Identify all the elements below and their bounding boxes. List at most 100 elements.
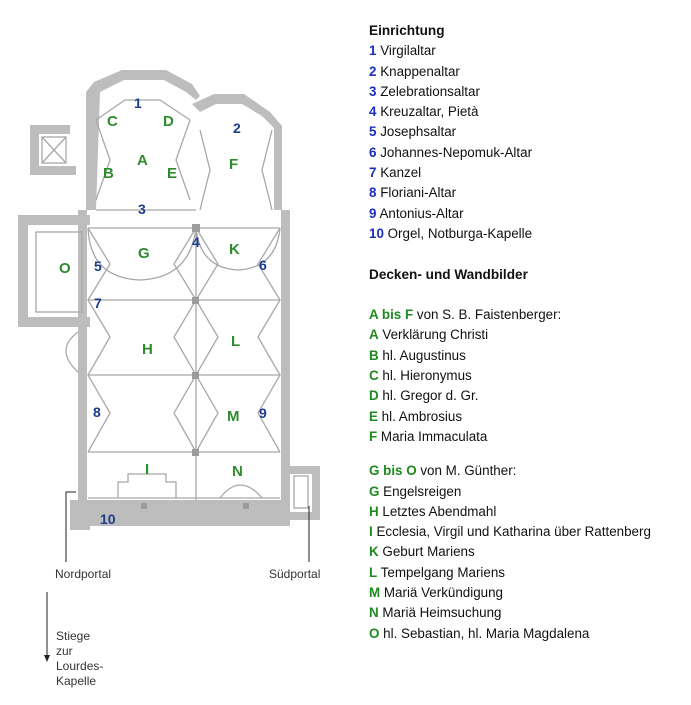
einrichtung-item: 7 Kanzel [369,163,687,183]
item-key: N [369,605,379,621]
plan-pillars [141,224,249,509]
bild-item: D hl. Gregor d. Gr. [369,386,687,406]
bild-item: N Mariä Heimsuchung [369,603,687,623]
item-text: Virgilaltar [380,43,436,59]
item-key: 5 [369,124,377,140]
plan-walls [18,70,320,530]
stairs-arrowhead-icon [44,655,50,662]
item-key: 2 [369,63,377,79]
legend-spacer [369,244,687,264]
item-key: H [369,503,379,519]
floor-plan: A B C D E F G H I K L M N O 1 2 3 4 5 6 … [18,70,320,688]
bilder-heading: Decken- und Wandbilder [369,266,528,282]
item-key: 7 [369,165,377,181]
plan-letter-a: A [137,152,148,169]
group2-intro: G bis O von M. Günther: [369,461,687,481]
item-text: Verklärung Christi [382,327,489,343]
plan-number-9: 9 [259,405,267,421]
item-key: 4 [369,104,377,120]
item-key: E [369,408,378,424]
bild-item: K Geburt Mariens [369,542,687,562]
item-key: 1 [369,43,377,59]
einrichtung-item: 10 Orgel, Notburga-Kapelle [369,224,687,244]
item-text: Zelebrationsaltar [380,83,480,99]
group1-text: von S. B. Faistenberger: [416,307,562,323]
bild-item: A Verklärung Christi [369,325,687,345]
item-key: C [369,368,379,384]
einrichtung-item: 2 Knappenaltar [369,62,687,82]
einrichtung-item: 4 Kreuzaltar, Pietà [369,102,687,122]
group2-text: von M. Günther: [420,463,517,479]
group1-key: A bis F [369,307,414,323]
einrichtung-item: 8 Floriani-Altar [369,183,687,203]
item-text: Orgel, Notburga-Kapelle [387,225,533,241]
legend-spacer [369,285,687,305]
plan-number-1: 1 [134,95,142,111]
plan-number-4: 4 [192,234,200,250]
item-key: I [369,524,373,540]
north-portal-label: Nordportal [55,567,111,581]
plan-letter-o: O [59,260,71,277]
plan-letter-n: N [232,463,243,480]
item-text: hl. Hieronymus [382,368,472,384]
bild-item: L Tempelgang Mariens [369,563,687,583]
einrichtung-item: 1 Virgilaltar [369,41,687,61]
item-text: Maria Immaculata [380,428,488,444]
bild-item: M Mariä Verkündigung [369,583,687,603]
bild-item: E hl. Ambrosius [369,407,687,427]
item-key: 6 [369,144,377,160]
item-key: G [369,483,380,499]
plan-letter-i: I [145,461,149,478]
plan-number-5: 5 [94,258,102,274]
plan-number-7: 7 [94,295,102,311]
plan-number-3: 3 [138,201,146,217]
item-text: Kanzel [380,165,422,181]
bild-item: C hl. Hieronymus [369,366,687,386]
south-portal-label: Südportal [269,567,320,581]
item-text: Johannes-Nepomuk-Altar [380,144,533,160]
plan-letter-e: E [167,165,177,182]
plan-letter-f: F [229,156,238,173]
bild-item: F Maria Immaculata [369,427,687,447]
bild-item: G Engelsreigen [369,482,687,502]
legend-spacer [369,447,687,461]
item-text: Mariä Verkündigung [383,585,503,601]
item-text: hl. Gregor d. Gr. [382,388,479,404]
item-text: Mariä Heimsuchung [382,605,502,621]
einrichtung-item: 3 Zelebrationsaltar [369,82,687,102]
item-key: K [369,544,379,560]
item-text: Tempelgang Mariens [380,564,505,580]
item-key: D [369,388,379,404]
stairs-label-line-1: Stiege [56,629,90,643]
plan-letter-g: G [138,245,150,262]
plan-vaults [35,99,309,509]
item-text: hl. Ambrosius [381,408,463,424]
plan-letter-m: M [227,408,240,425]
plan-letter-b: B [103,165,114,182]
stairs-label-line-2: zur [56,644,73,658]
north-portal-pointer [65,491,76,562]
bild-item: I Ecclesia, Virgil und Katharina über Ra… [369,522,687,542]
item-key: B [369,347,379,363]
item-text: Engelsreigen [383,483,462,499]
bild-item: H Letztes Abendmahl [369,502,687,522]
item-text: Floriani-Altar [380,185,457,201]
item-key: 3 [369,83,377,99]
plan-letter-l: L [231,333,240,350]
item-key: M [369,585,381,601]
item-text: hl. Sebastian, hl. Maria Magdalena [383,625,590,641]
plan-number-2: 2 [233,120,241,136]
einrichtung-item: 5 Josephsaltar [369,122,687,142]
item-text: Antonius-Altar [379,205,464,221]
item-key: 9 [369,205,377,221]
einrichtung-heading: Einrichtung [369,23,445,38]
plan-letter-c: C [107,113,118,130]
bild-item: B hl. Augustinus [369,346,687,366]
item-key: 8 [369,185,377,201]
item-key: 10 [369,225,384,241]
item-text: Letztes Abendmahl [382,503,497,519]
einrichtung-item: 6 Johannes-Nepomuk-Altar [369,143,687,163]
bild-item: O hl. Sebastian, hl. Maria Magdalena [369,624,687,644]
item-text: Kreuzaltar, Pietà [380,104,479,120]
item-text: Geburt Mariens [382,544,475,560]
